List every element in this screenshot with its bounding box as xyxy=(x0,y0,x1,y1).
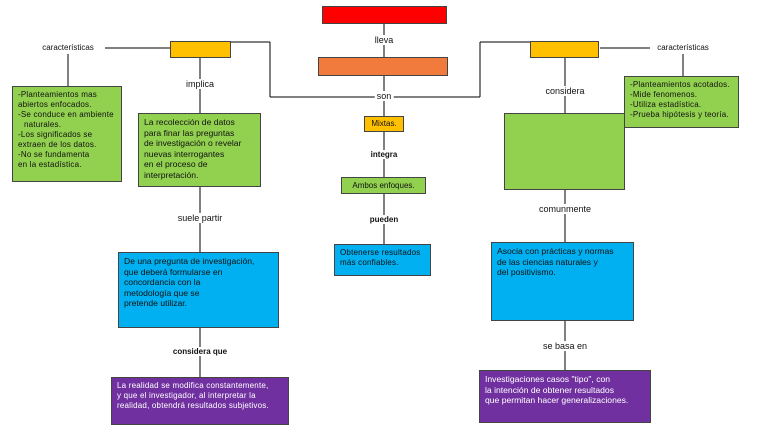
list-item: -Los significados se xyxy=(18,130,93,139)
list-item: extraen de los datos. xyxy=(18,140,97,149)
list-item: -Prueba hipótesis y teoría. xyxy=(630,110,729,119)
cuantitativo-characteristics-box: -Planteamientos acotados. -Mide fenomeno… xyxy=(624,76,739,128)
recoleccion-line: en el proceso de xyxy=(144,159,208,169)
pregunta-line: metodología que se xyxy=(124,287,200,298)
investigaciones-box: Investigaciones casos "tipo", con la int… xyxy=(479,370,651,423)
recoleccion-line: de investigación o revelar xyxy=(144,138,242,148)
recoleccion-line: interpretación. xyxy=(144,169,199,180)
label-caracteristicas-left: características xyxy=(40,43,96,52)
pregunta-line: que deberá formularse en xyxy=(124,266,223,277)
asocia-line: de las ciencias naturales y xyxy=(497,256,598,267)
list-item: -Se conduce en ambiente xyxy=(18,110,114,119)
realidad-box: La realidad se modifica constantemente, … xyxy=(111,377,289,425)
asocia-line: Asocia con prácticas y normas xyxy=(497,246,614,256)
top-red-box xyxy=(322,6,447,24)
label-se-basa-en: se basa en xyxy=(540,341,590,351)
mixtas-box: Mixtas. xyxy=(364,116,404,132)
realidad-line: La realidad se modifica constantemente, xyxy=(117,381,269,390)
mixtas-text: Mixtas. xyxy=(371,119,397,128)
list-item: naturales. xyxy=(24,120,62,129)
label-considera-que: considera que xyxy=(170,347,230,356)
label-comunmente: comunmente xyxy=(536,204,594,214)
right-green-box xyxy=(504,113,625,190)
recoleccion-line: para finar las preguntas xyxy=(144,127,235,138)
ambos-enfoques-box: Ambos enfoques. xyxy=(341,177,426,194)
pregunta-line: concordancia con la xyxy=(124,277,201,287)
pregunta-line: pretende utilizar. xyxy=(124,298,188,308)
label-son: son xyxy=(374,91,394,101)
label-caracteristicas-right: características xyxy=(655,43,711,52)
label-integra: integra xyxy=(368,150,400,159)
list-item: en la estadística. xyxy=(18,160,82,169)
investigaciones-line: que permitan hacer generalizaciones. xyxy=(485,395,629,405)
realidad-line: realidad, obtendrá resultados subjetivos… xyxy=(117,401,269,410)
right-gold-box xyxy=(530,41,599,58)
label-lleva: lleva xyxy=(372,35,396,45)
label-pueden: pueden xyxy=(367,215,401,224)
label-implica: implica xyxy=(183,79,217,89)
list-item: -Planteamientos mas xyxy=(18,90,97,99)
asocia-line: del positivismo. xyxy=(497,267,556,277)
list-item: -Mide fenomenos. xyxy=(630,90,698,99)
label-suele-partir: suele partir xyxy=(175,213,225,223)
recoleccion-line: nuevas interrogantes xyxy=(144,148,225,159)
investigaciones-line: la intención de obtener resultados xyxy=(485,384,614,395)
pregunta-box: De una pregunta de investigación, que de… xyxy=(118,252,279,328)
list-item: -Utiliza estadística. xyxy=(630,100,702,109)
investigaciones-line: Investigaciones casos "tipo", con xyxy=(485,374,611,384)
realidad-line: y que el investigador, al interpretar la xyxy=(117,391,256,400)
orange-box xyxy=(318,57,448,76)
list-item: -Planteamientos acotados. xyxy=(630,80,730,89)
recoleccion-box: La recolección de datos para finar las p… xyxy=(138,113,261,187)
asocia-box: Asocia con prácticas y normas de las cie… xyxy=(491,242,634,321)
list-item: -No se fundamenta xyxy=(18,150,90,159)
recoleccion-line: La recolección de datos xyxy=(144,117,235,127)
obtenerse-line: más confiables. xyxy=(340,258,399,267)
obtenerse-box: Obtenerse resultados más confiables. xyxy=(334,244,431,276)
pregunta-line: De una pregunta de investigación, xyxy=(124,256,255,266)
list-item: abiertos enfocados. xyxy=(18,100,92,109)
obtenerse-line: Obtenerse resultados xyxy=(340,248,421,257)
ambos-enfoques-text: Ambos enfoques. xyxy=(352,181,415,190)
left-gold-box xyxy=(170,41,231,58)
label-considera: considera xyxy=(543,86,587,96)
cualitativo-characteristics-box: -Planteamientos mas abiertos enfocados. … xyxy=(12,86,122,182)
